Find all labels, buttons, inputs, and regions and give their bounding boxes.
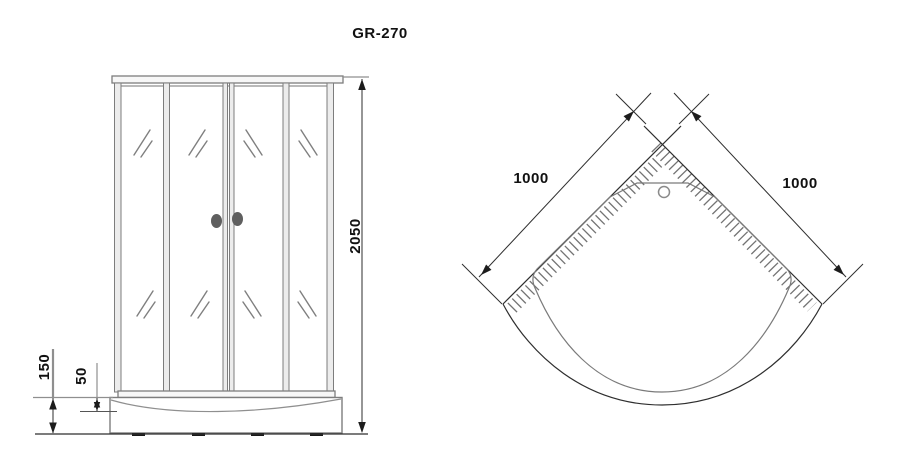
arrowhead-down bbox=[49, 422, 57, 434]
arrowhead bbox=[833, 264, 844, 275]
shine-mark bbox=[298, 129, 318, 158]
dim-side-left-1000: 1000 bbox=[461, 92, 652, 305]
front-view: 2050 150 50 bbox=[33, 75, 369, 436]
dim-step-50: 50 bbox=[73, 363, 117, 413]
top-view: 1000 1000 bbox=[461, 92, 864, 406]
drawing-title: GR-270 bbox=[352, 25, 408, 42]
drain-circle bbox=[657, 185, 671, 199]
dim-extension-tick-top bbox=[678, 93, 710, 125]
dim-extension-tick-bottom bbox=[461, 263, 503, 305]
shine-mark bbox=[133, 129, 153, 158]
frame-post-right-outer bbox=[326, 82, 334, 393]
glass-shine-marks bbox=[133, 129, 318, 319]
dim-side-right-1000: 1000 bbox=[673, 92, 864, 305]
arrowhead-down bbox=[93, 402, 101, 411]
shine-mark bbox=[190, 290, 210, 319]
frame-post-b bbox=[282, 82, 290, 393]
tray-outer-edge bbox=[502, 303, 823, 406]
arrowhead bbox=[623, 111, 634, 122]
frame-post-center-left bbox=[222, 82, 228, 393]
shine-mark bbox=[297, 290, 317, 319]
dim-label-right-1000: 1000 bbox=[782, 175, 817, 192]
arrowhead-up bbox=[49, 398, 57, 410]
shower-tray-front bbox=[109, 396, 343, 434]
dim-tray-height-150: 150 bbox=[33, 349, 113, 434]
frame-post-a bbox=[163, 82, 170, 393]
dim-label-150: 150 bbox=[36, 354, 53, 381]
arrowhead-up bbox=[358, 79, 366, 90]
wall-hatch-right bbox=[651, 142, 817, 312]
cabin-bottom-rail bbox=[117, 390, 336, 399]
frame-posts bbox=[114, 82, 334, 393]
shine-mark bbox=[188, 129, 208, 158]
frame-post-left-outer bbox=[114, 82, 122, 393]
dim-height-2050: 2050 bbox=[343, 76, 369, 433]
shine-mark bbox=[136, 290, 156, 319]
dim-extension-tick-top bbox=[615, 93, 647, 125]
cabin-top-bar bbox=[111, 75, 344, 84]
dim-extension-tick-bottom bbox=[822, 263, 864, 305]
dim-label-left-1000: 1000 bbox=[513, 170, 548, 187]
arrowhead bbox=[691, 111, 702, 122]
dim-line bbox=[673, 92, 847, 278]
dim-line bbox=[478, 92, 652, 278]
shine-mark bbox=[242, 290, 262, 319]
arrowhead-down bbox=[358, 422, 366, 433]
tray-apron-curve bbox=[110, 398, 342, 413]
door-handle-right bbox=[232, 212, 243, 226]
arrowhead bbox=[481, 264, 492, 275]
dim-label-50: 50 bbox=[73, 367, 90, 385]
frame-post-center-right bbox=[229, 82, 235, 393]
dim-label-2050: 2050 bbox=[347, 218, 364, 253]
shine-mark bbox=[243, 129, 263, 158]
door-handle-left bbox=[211, 214, 222, 228]
tray-inner-rim bbox=[532, 182, 792, 393]
